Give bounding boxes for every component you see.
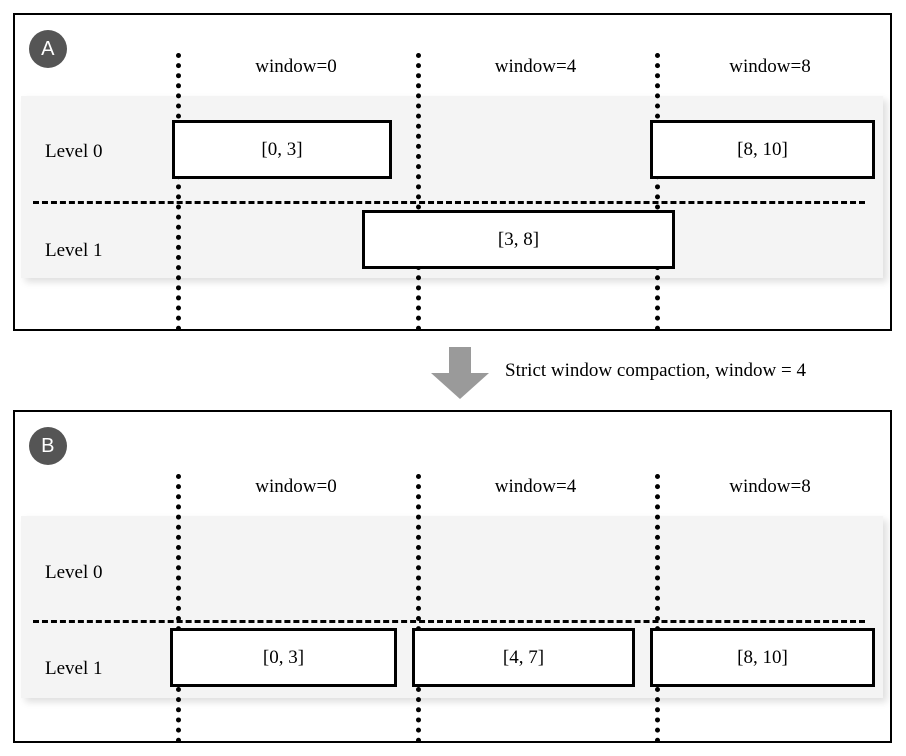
panel-a-interval-box-8-10: [8, 10] bbox=[650, 120, 875, 179]
transition-region: Strict window compaction, window = 4 bbox=[0, 331, 906, 410]
panel-a-window-label-2: window=8 bbox=[729, 56, 811, 77]
panel-b: B window=0 window=4 window=8 Level 0 Lev… bbox=[13, 410, 892, 743]
panel-a-window-label-1: window=4 bbox=[494, 56, 577, 77]
panel-b-window-divider-2 bbox=[655, 474, 660, 743]
panel-a-window-divider-2 bbox=[655, 53, 660, 331]
panel-a-window-label-0: window=0 bbox=[255, 56, 337, 77]
panel-b-window-divider-0 bbox=[176, 474, 181, 743]
panel-b-badge: B bbox=[29, 427, 67, 465]
panel-b-window-label-1: window=4 bbox=[494, 476, 577, 497]
panel-a-interval-box-3-8: [3, 8] bbox=[362, 210, 675, 269]
panel-a-level-label-1: Level 1 bbox=[45, 240, 103, 261]
panel-a: A window=0 window=4 window=8 Level 0 Lev… bbox=[13, 13, 892, 331]
panel-a-badge: A bbox=[29, 30, 67, 68]
panel-b-level-label-0: Level 0 bbox=[45, 562, 103, 583]
panel-b-window-label-0: window=0 bbox=[255, 476, 337, 497]
panel-b-window-divider-1 bbox=[416, 474, 421, 743]
panel-a-level-label-0: Level 0 bbox=[45, 141, 103, 162]
panel-a-window-divider-1 bbox=[416, 53, 421, 331]
down-arrow-icon bbox=[431, 347, 489, 399]
panel-a-grid: window=0 window=4 window=8 Level 0 Level… bbox=[15, 15, 890, 331]
panel-b-window-label-2: window=8 bbox=[729, 476, 811, 497]
panel-b-interval-box-8-10: [8, 10] bbox=[650, 628, 875, 687]
panel-a-interval-box-0-3: [0, 3] bbox=[172, 120, 392, 179]
transition-caption: Strict window compaction, window = 4 bbox=[505, 360, 806, 381]
panel-a-window-divider-0 bbox=[176, 53, 181, 331]
panel-b-interval-box-4-7: [4, 7] bbox=[412, 628, 635, 687]
panel-b-interval-box-0-3: [0, 3] bbox=[170, 628, 397, 687]
panel-b-grid: window=0 window=4 window=8 Level 0 Level… bbox=[15, 412, 890, 743]
panel-a-level-divider bbox=[33, 201, 865, 204]
panel-b-level-divider bbox=[33, 620, 865, 623]
panel-b-level-label-1: Level 1 bbox=[45, 658, 103, 679]
